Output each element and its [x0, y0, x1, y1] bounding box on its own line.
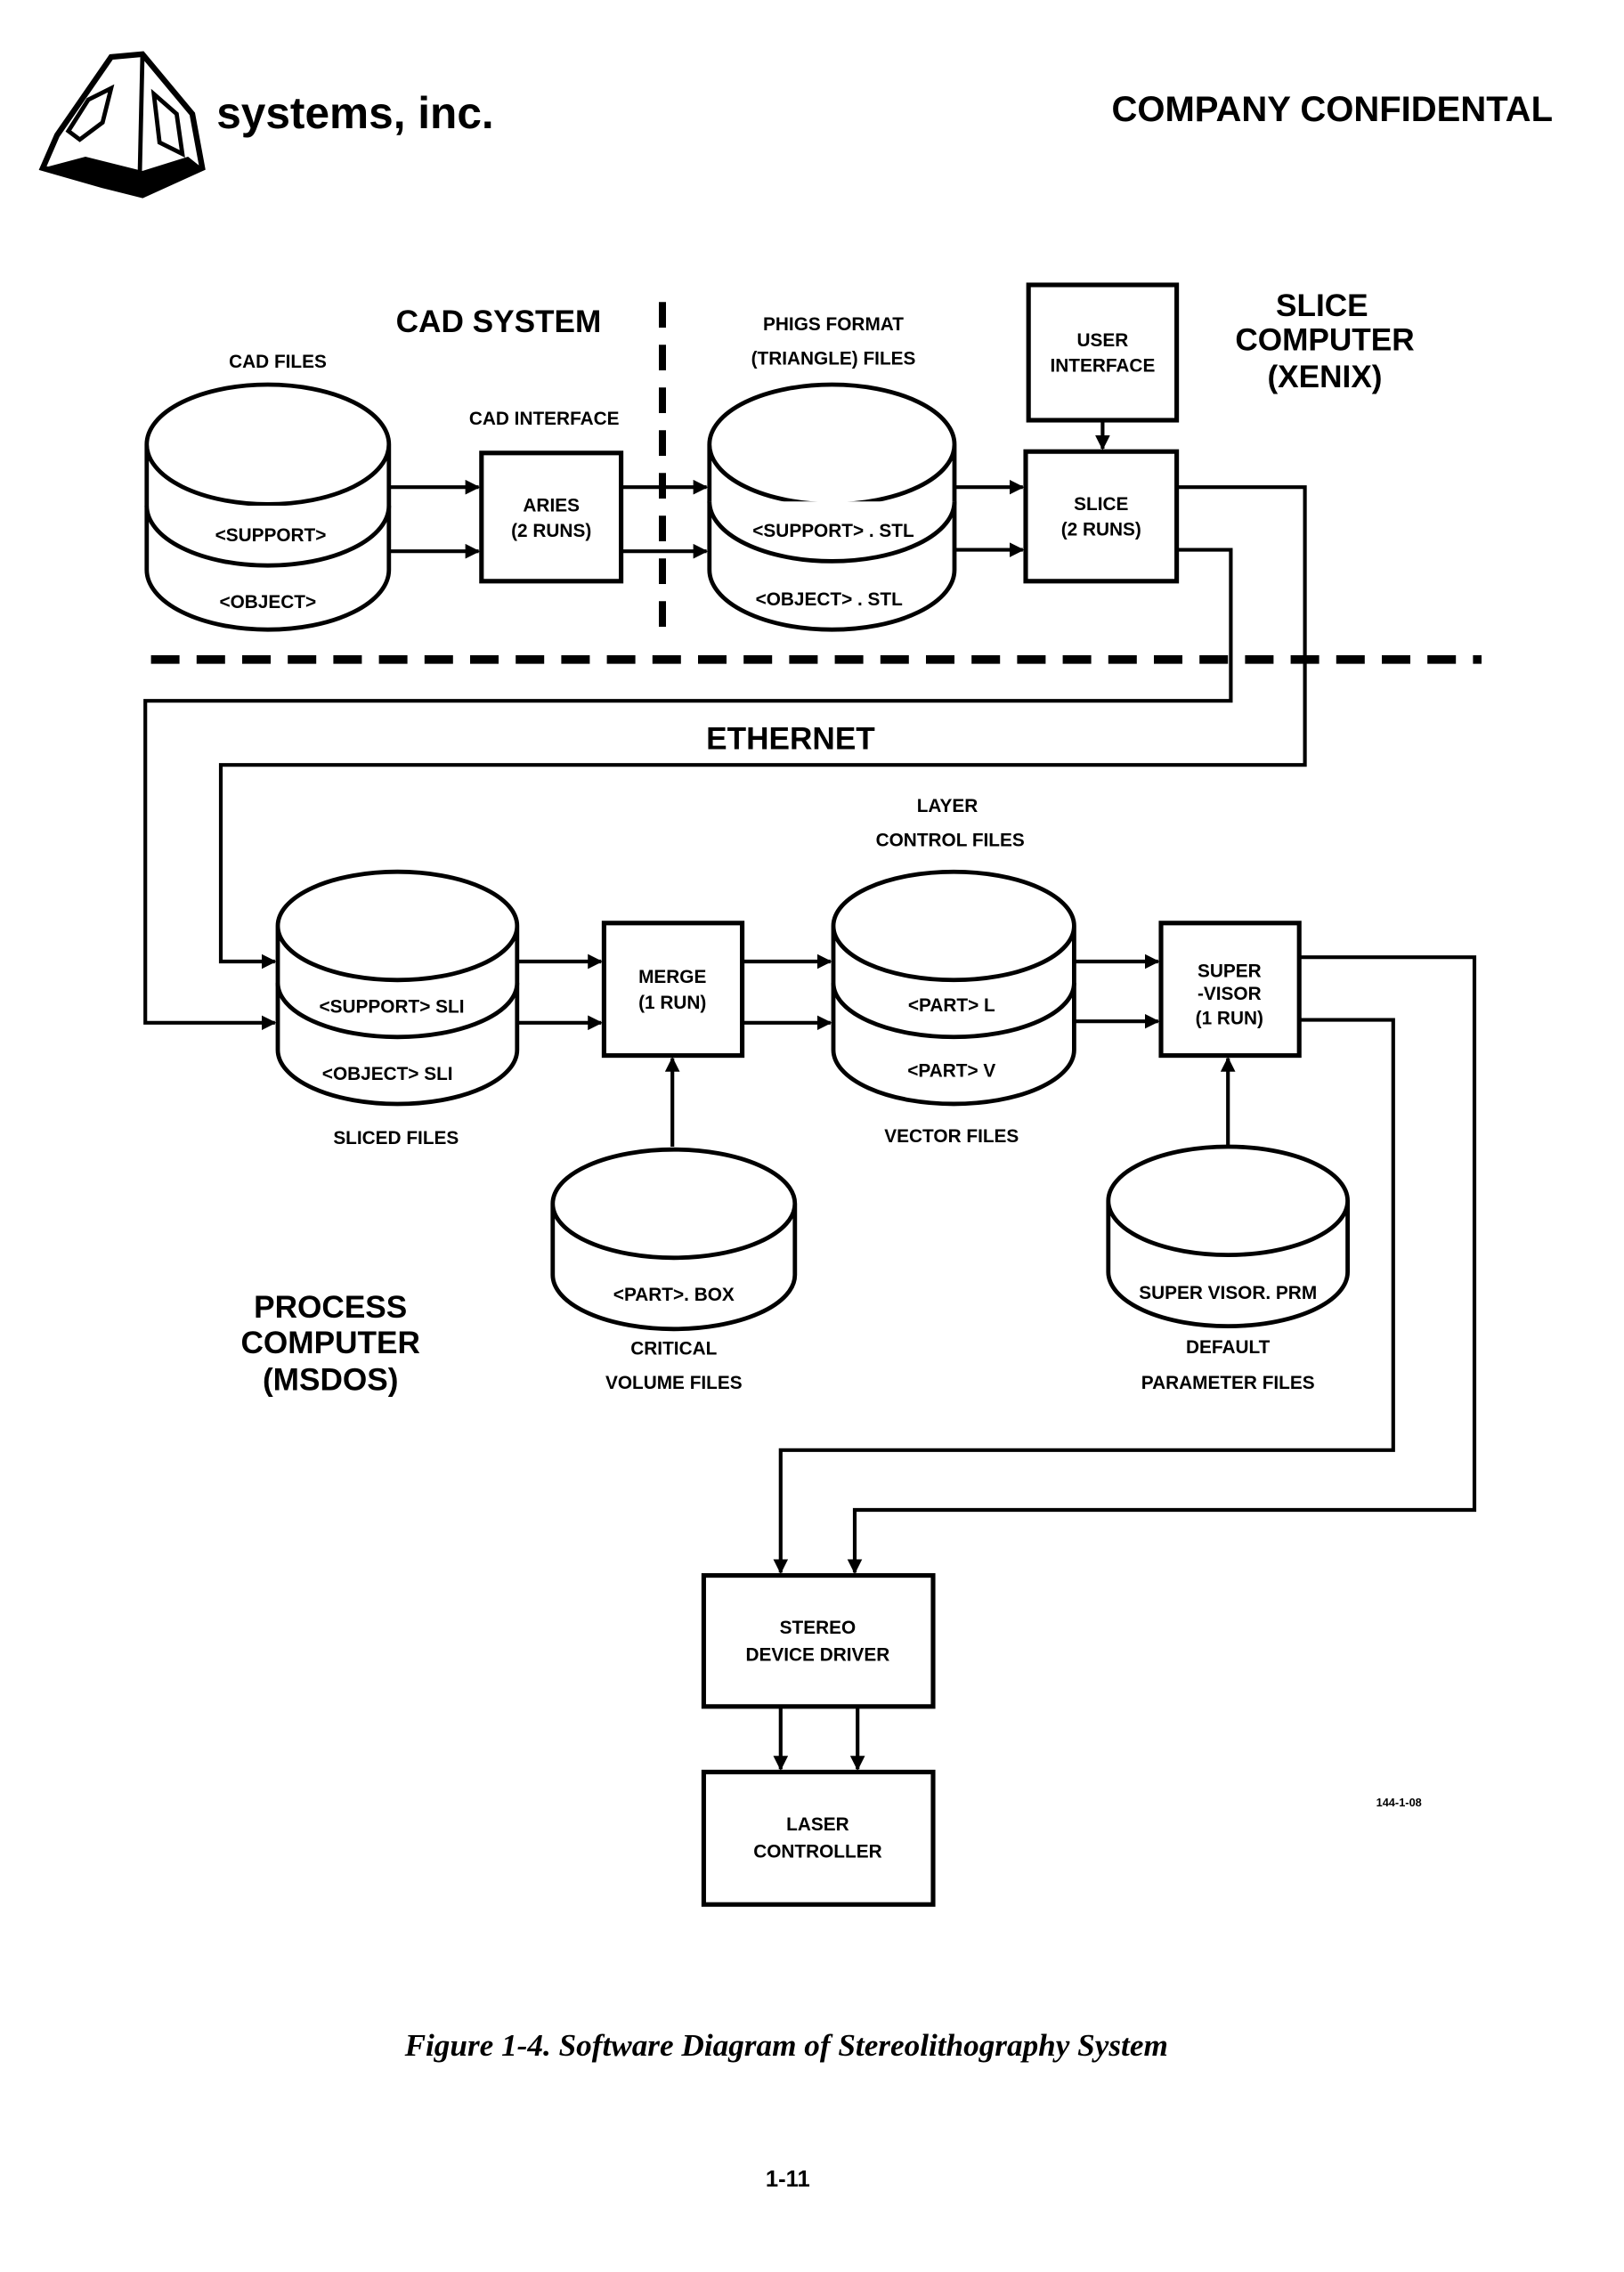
company-name: systems, inc. — [216, 88, 494, 138]
layer-title-2: CONTROL FILES — [876, 830, 1025, 850]
phigs-title-2: (TRIANGLE) FILES — [751, 349, 916, 369]
part-l-label: <PART> L — [908, 995, 995, 1016]
driver-text-2: DEVICE DRIVER — [746, 1645, 890, 1666]
stl-object-label: <OBJECT> . STL — [756, 589, 904, 610]
figure-caption: Figure 1-4. Software Diagram of Stereoli… — [404, 2028, 1168, 2063]
layer-title-1: LAYER — [917, 796, 978, 816]
merge-text-2: (1 RUN) — [638, 993, 706, 1013]
page-number: 1-11 — [766, 2167, 810, 2192]
part-box-label: <PART>. BOX — [613, 1285, 735, 1305]
process-computer-label-1: PROCESS — [254, 1290, 407, 1325]
phigs-title-1: PHIGS FORMAT — [763, 314, 904, 335]
stereo-driver-box — [703, 1576, 933, 1707]
merge-box — [604, 923, 742, 1056]
merge-text-1: MERGE — [638, 967, 706, 987]
critical-caption-1: CRITICAL — [630, 1339, 717, 1359]
company-logo: systems, inc. — [43, 54, 494, 195]
supervisor-text-1: SUPER — [1198, 962, 1262, 982]
driver-text-1: STEREO — [780, 1618, 857, 1638]
cad-interface-label: CAD INTERFACE — [469, 409, 620, 429]
stl-support-label: <SUPPORT> . STL — [752, 521, 914, 541]
laser-text-1: LASER — [786, 1814, 849, 1835]
slice-computer-label-1: SLICE — [1276, 288, 1368, 323]
slice-box — [1026, 451, 1177, 581]
slice-text-1: SLICE — [1074, 494, 1128, 515]
drawing-number: 144-1-08 — [1376, 1796, 1422, 1809]
laser-text-2: CONTROLLER — [753, 1841, 881, 1862]
slice-text-2: (2 RUNS) — [1061, 520, 1141, 540]
part-v-label: <PART> V — [907, 1061, 995, 1082]
confidential-label: COMPANY CONFIDENTAL — [1111, 90, 1553, 129]
default-caption-2: PARAMETER FILES — [1141, 1373, 1315, 1393]
cad-files-title: CAD FILES — [229, 352, 327, 372]
sli-support-label: <SUPPORT> SLI — [320, 997, 465, 1018]
aries-text-1: ARIES — [523, 495, 580, 515]
slice-computer-label-2: COMPUTER — [1235, 323, 1414, 358]
aries-text-2: (2 RUNS) — [511, 521, 591, 541]
prm-label: SUPER VISOR. PRM — [1139, 1283, 1317, 1303]
cad-system-label: CAD SYSTEM — [396, 304, 602, 339]
supervisor-text-3: (1 RUN) — [1196, 1008, 1263, 1028]
critical-caption-2: VOLUME FILES — [605, 1373, 743, 1393]
user-interface-box — [1028, 285, 1176, 420]
process-computer-label-2: COMPUTER — [241, 1326, 420, 1360]
sli-object-label: <OBJECT> SLI — [322, 1064, 453, 1084]
cad-object-label: <OBJECT> — [219, 592, 316, 613]
process-computer-label-3: (MSDOS) — [263, 1363, 398, 1398]
user-interface-text-2: INTERFACE — [1050, 356, 1155, 377]
vector-files-caption: VECTOR FILES — [884, 1126, 1019, 1147]
default-caption-1: DEFAULT — [1186, 1337, 1271, 1358]
aries-box — [482, 453, 621, 581]
supervisor-text-2: -VISOR — [1198, 984, 1262, 1004]
ethernet-label: ETHERNET — [706, 722, 875, 757]
laser-controller-box — [703, 1772, 933, 1904]
user-interface-text-1: USER — [1077, 330, 1129, 351]
cad-support-label: <SUPPORT> — [215, 525, 327, 546]
sliced-files-title: SLICED FILES — [333, 1128, 459, 1148]
slice-computer-label-3: (XENIX) — [1267, 360, 1382, 394]
